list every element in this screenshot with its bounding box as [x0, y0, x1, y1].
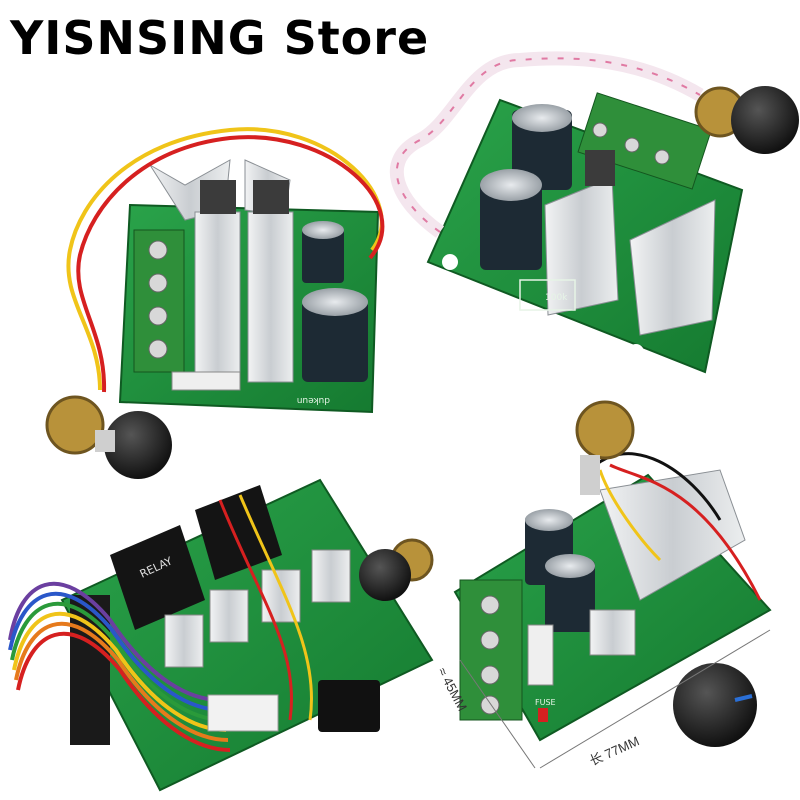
- pcb-silkscreen-text: FUSE: [535, 698, 556, 707]
- potentiometer-knob: [359, 538, 434, 601]
- loose-knob: [673, 663, 757, 747]
- wire-yellow: [66, 127, 384, 391]
- capacitors: [480, 104, 572, 270]
- rainbow-ribbon: [8, 581, 231, 752]
- photo-board-bottom-left: RELAY: [8, 478, 434, 792]
- screw-terminal-block: [133, 229, 185, 373]
- led-display: [207, 694, 279, 732]
- length-dimension-line: [539, 629, 771, 769]
- relays: RELAY: [110, 485, 282, 630]
- heatsink-pair: [544, 150, 716, 336]
- pcb-silkscreen-text: dukeun: [297, 395, 330, 405]
- photo-board-top-left: dukeun: [45, 127, 385, 479]
- fuse: [527, 624, 554, 686]
- fuse: [171, 371, 241, 391]
- potentiometer: [575, 400, 635, 495]
- potentiometer-knob: [694, 86, 799, 154]
- rocker-switch: [318, 680, 380, 732]
- mosfets: [164, 549, 351, 668]
- pcb-silkscreen-text: 100k: [545, 293, 568, 303]
- status-led: [538, 708, 548, 722]
- height-dimension-line: [459, 659, 536, 769]
- capacitors: [525, 509, 595, 632]
- wire-red: [76, 135, 385, 393]
- potentiometer-knob: [45, 395, 172, 479]
- heatsink-pair: [149, 159, 294, 383]
- pad-area: [519, 279, 576, 311]
- photo-board-top-right: 100k: [389, 51, 799, 374]
- screw-terminal-block: [459, 579, 523, 721]
- photo-board-bottom-right: FUSE: [453, 400, 772, 769]
- store-brand-title: YISNSING Store: [10, 11, 430, 65]
- screw-terminal-block: [577, 92, 712, 190]
- capacitors: [302, 221, 368, 382]
